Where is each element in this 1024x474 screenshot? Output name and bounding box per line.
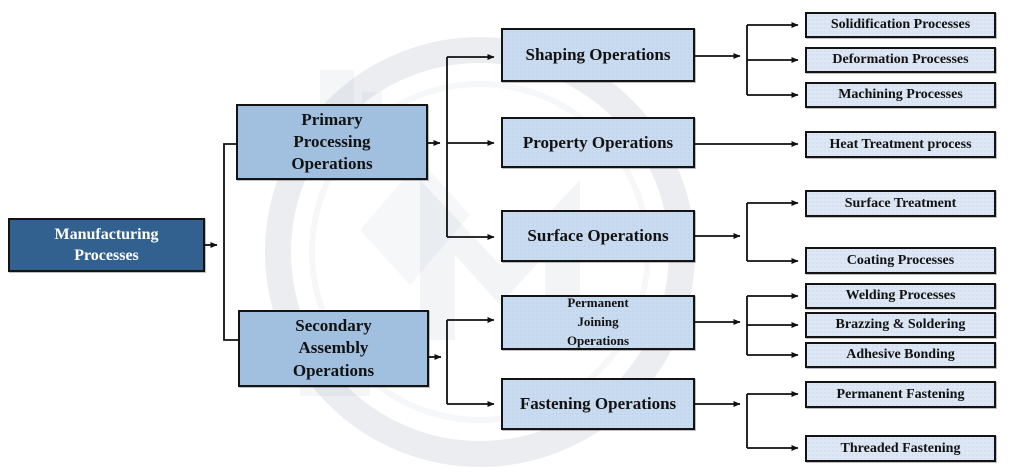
node-permanent-fastening: Permanent Fastening xyxy=(805,381,996,408)
node-permanent-joining-operations: Permanent Joining Operations xyxy=(501,295,695,350)
node-solidification-processes: Solidification Processes xyxy=(805,12,996,38)
edge-group-shaping xyxy=(695,22,799,98)
edge-group-secondary xyxy=(429,317,495,407)
node-heat-treatment-process: Heat Treatment process xyxy=(805,131,996,158)
node-welding-processes: Welding Processes xyxy=(805,283,996,309)
node-surface-operations: Surface Operations xyxy=(501,210,695,262)
node-property-operations: Property Operations xyxy=(501,117,695,168)
node-deformation-processes: Deformation Processes xyxy=(805,47,996,73)
node-coating-processes: Coating Processes xyxy=(805,247,996,274)
edge-group-permanent-joining xyxy=(695,293,799,358)
edge-group-fastening xyxy=(695,391,799,451)
node-secondary-assembly-operations: Secondary Assembly Operations xyxy=(238,310,429,387)
edge-group-primary xyxy=(428,54,495,240)
node-adhesive-bonding: Adhesive Bonding xyxy=(805,342,996,368)
node-fastening-operations: Fastening Operations xyxy=(501,378,695,430)
edge-group-surface xyxy=(695,200,799,264)
node-brazzing-and-soldering: Brazzing & Soldering xyxy=(805,312,996,338)
node-manufacturing-processes: Manufacturing Processes xyxy=(8,218,205,272)
node-machining-processes: Machining Processes xyxy=(805,82,996,108)
node-surface-treatment: Surface Treatment xyxy=(805,190,996,217)
node-shaping-operations: Shaping Operations xyxy=(501,28,695,82)
node-threaded-fastening: Threaded Fastening xyxy=(805,435,996,462)
edge-group-root xyxy=(205,143,238,341)
node-primary-processing-operations: Primary Processing Operations xyxy=(236,104,428,180)
